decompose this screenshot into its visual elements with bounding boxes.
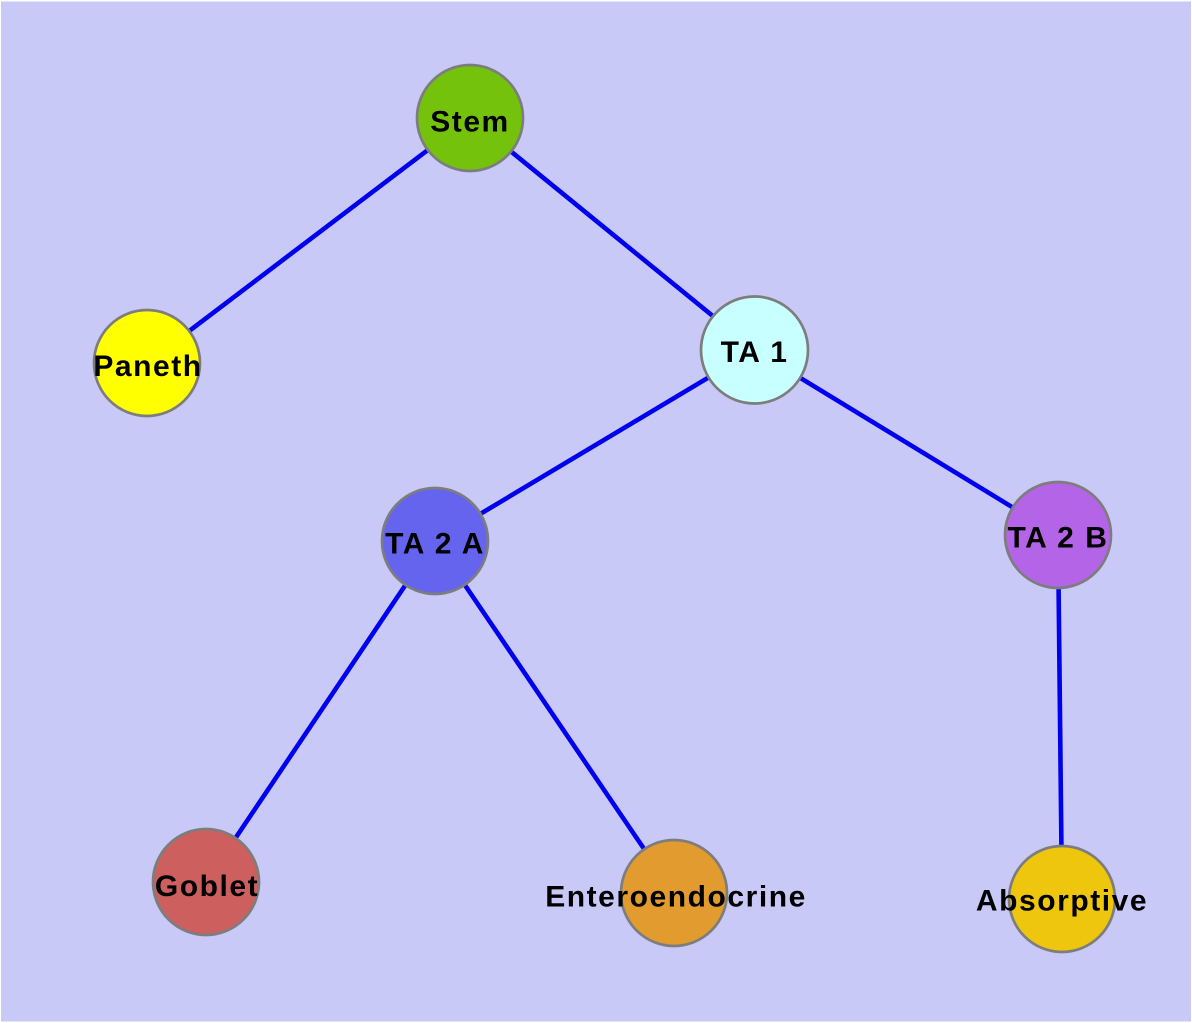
svg-text:TA 2 B: TA 2 B (1008, 522, 1109, 555)
svg-text:Absorptive: Absorptive (976, 885, 1148, 918)
svg-text:TA 1: TA 1 (721, 336, 789, 369)
svg-text:Paneth: Paneth (93, 350, 202, 383)
svg-text:TA 2 A: TA 2 A (385, 528, 485, 561)
svg-text:Goblet: Goblet (155, 870, 259, 903)
svg-text:Enteroendocrine: Enteroendocrine (545, 880, 807, 913)
svg-text:Stem: Stem (430, 105, 510, 138)
